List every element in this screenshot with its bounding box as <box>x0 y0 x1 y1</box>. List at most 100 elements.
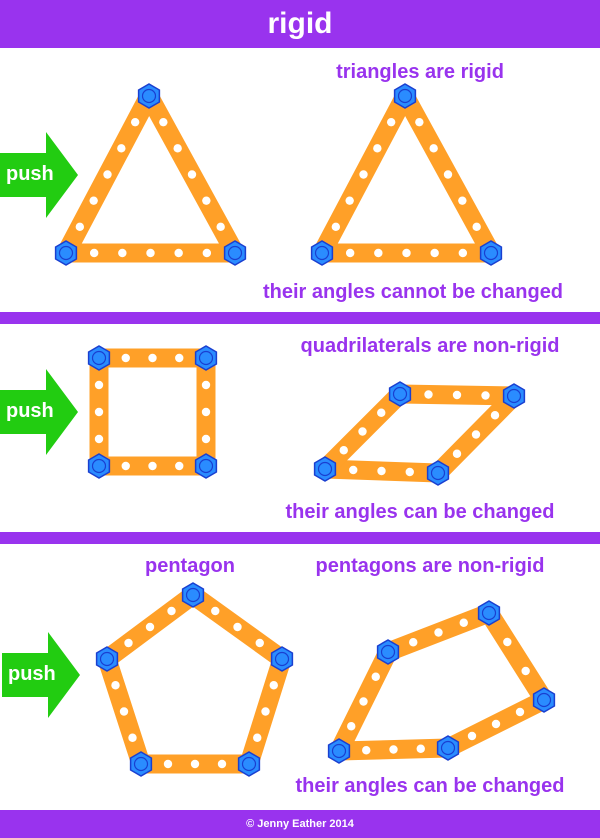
pentagon-deformed-hole <box>347 722 356 731</box>
pentagon-regular-hole <box>255 638 264 648</box>
square-pushed-hole <box>201 434 211 444</box>
section-divider-1 <box>0 312 600 324</box>
square-pushed-hole <box>175 461 184 471</box>
pentagon-regular-hole <box>128 733 137 742</box>
pentagon-deformed-bolt <box>376 639 400 665</box>
triangle-rigid-bolt-center <box>314 245 330 261</box>
triangle-pushed-hole <box>130 117 140 127</box>
caption-triangles-angles: their angles cannot be changed <box>262 281 564 303</box>
parallelogram-bolt <box>313 456 337 482</box>
push-arrow-1: push <box>0 132 80 218</box>
pentagon-regular-bolt <box>95 646 119 672</box>
pentagon-deformed-hole <box>503 637 512 647</box>
caption-pentagon: pentagon <box>145 555 235 577</box>
pentagon-deformed-hole <box>371 672 380 681</box>
triangle-rigid-hole <box>331 222 341 232</box>
pentagon-regular-bolt-center <box>99 651 115 667</box>
pentagon-deformed-bolt-center <box>440 740 456 756</box>
parallelogram-bolt <box>388 381 412 407</box>
parallelogram-bolt-center <box>392 386 408 402</box>
parallelogram-hole <box>377 408 386 417</box>
square-pushed-bolt <box>194 345 218 371</box>
square-pushed-hole <box>94 380 104 390</box>
pentagon-deformed-hole <box>467 731 477 741</box>
pentagon-regular-bolt <box>270 646 294 672</box>
parallelogram-hole <box>452 390 462 400</box>
triangle-rigid-bolt <box>393 83 417 109</box>
pentagon-regular-bolt-center <box>133 756 149 772</box>
parallelogram-bolt-center <box>317 461 333 477</box>
pentagon-regular-bolt-center <box>274 651 290 667</box>
pentagon-regular-bolt <box>237 751 261 777</box>
parallelogram-hole <box>377 466 386 476</box>
pentagon-deformed-bolt-center <box>536 692 552 708</box>
triangle-pushed-bolt <box>223 240 247 266</box>
triangle-pushed-hole <box>159 117 168 127</box>
push-arrow-2: push <box>0 369 80 455</box>
pentagon-deformed-hole <box>416 744 425 753</box>
pentagon-deformed-hole <box>515 707 525 717</box>
pentagon-regular-bolt-center <box>241 756 257 772</box>
section-divider-2 <box>0 532 600 544</box>
caption-triangles-rigid: triangles are rigid <box>336 61 504 83</box>
triangle-pushed-hole <box>216 222 225 232</box>
parallelogram-hole <box>481 391 490 400</box>
square-pushed-hole <box>94 407 104 417</box>
pentagon-deformed-hole <box>434 628 443 637</box>
square-pushed-hole <box>201 407 211 417</box>
triangle-rigid-bolt <box>310 240 334 266</box>
pentagon-deformed-bolt-center <box>481 605 497 621</box>
triangle-rigid-hole <box>472 222 481 232</box>
square-pushed-bolt-center <box>91 350 107 366</box>
pentagon-deformed-bolt <box>436 735 460 761</box>
triangle-rigid-hole <box>443 170 453 179</box>
pentagon-regular-hole <box>211 606 220 616</box>
footer-banner: © Jenny Eather 2014 <box>0 810 600 838</box>
push-label-1: push <box>6 163 54 185</box>
triangle-rigid-hole <box>386 117 396 127</box>
pentagon-deformed-strip <box>479 603 554 710</box>
pentagon-deformed-hole <box>521 666 530 676</box>
parallelogram-hole <box>490 411 500 420</box>
triangle-rigid-hole <box>345 248 355 258</box>
copyright-text: © Jenny Eather 2014 <box>246 818 354 830</box>
pentagon-deformed-bolt-center <box>331 743 347 759</box>
pentagon-deformed-hole <box>362 746 371 755</box>
parallelogram-hole <box>471 430 481 439</box>
triangle-pushed-hole <box>174 248 183 258</box>
page-title: rigid <box>267 7 333 40</box>
pentagon-deformed-bolt <box>532 687 556 713</box>
pentagon-regular-hole <box>119 707 129 716</box>
square-pushed-hole <box>94 434 104 444</box>
pentagon-deformed-hole <box>491 719 501 729</box>
triangle-rigid-bolt-center <box>483 245 499 261</box>
pentagon-regular-bolt <box>129 751 153 777</box>
pentagon-regular-hole <box>217 759 227 769</box>
triangle-rigid-hole <box>374 248 383 258</box>
parallelogram-hole <box>339 446 348 455</box>
square-pushed-hole <box>148 353 157 363</box>
caption-quadrilaterals-nonrigid: quadrilaterals are non-rigid <box>300 335 560 357</box>
triangle-pushed-bolt-center <box>141 88 157 104</box>
triangle-rigid-hole <box>402 248 411 258</box>
pentagon-regular-hole <box>253 733 262 742</box>
triangle-rigid-hole <box>429 144 438 153</box>
triangle-pushed-hole <box>75 222 85 232</box>
push-label-2: push <box>6 400 54 422</box>
triangle-pushed-hole <box>118 248 127 258</box>
square-pushed-hole <box>148 461 157 471</box>
pentagon-regular-hole <box>233 622 242 632</box>
triangle-rigid-bolt-center <box>397 88 413 104</box>
triangle-rigid-hole <box>373 144 382 153</box>
caption-pentagons-angles: their angles can be changed <box>295 775 565 797</box>
pentagon-deformed-hole <box>389 745 398 754</box>
triangle-rigid-hole <box>430 248 439 258</box>
pentagon-deformed-bolt <box>327 738 351 764</box>
parallelogram-hole <box>358 427 367 436</box>
triangle-pushed-bolt <box>54 240 78 266</box>
pentagon-regular-hole <box>163 759 173 769</box>
parallelogram-hole <box>452 449 462 458</box>
triangle-pushed-hole <box>202 248 212 258</box>
triangle-rigid-bolt <box>479 240 503 266</box>
